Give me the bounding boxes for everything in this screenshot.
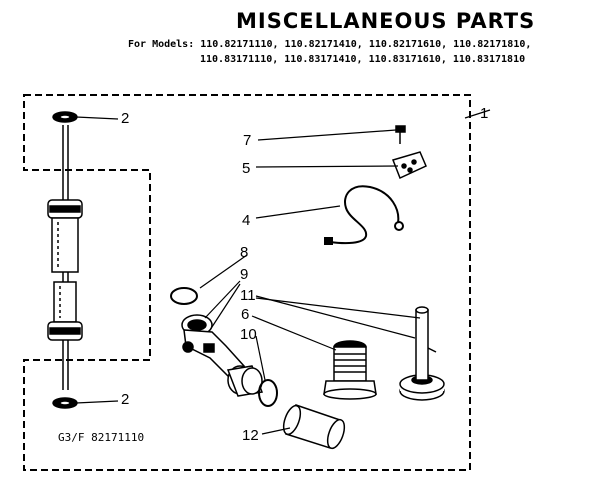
model-list: For Models: 110.82171110, 110.82171410, … xyxy=(128,37,603,67)
standpipe-part xyxy=(399,306,445,401)
hose-assembly xyxy=(47,111,83,409)
clip-part xyxy=(392,151,427,180)
callout-11: 11 xyxy=(240,287,256,304)
callout-7: 7 xyxy=(243,132,251,149)
elbow-part xyxy=(181,314,264,397)
callout-5: 5 xyxy=(242,160,250,177)
callout-9: 9 xyxy=(240,266,248,283)
clamp-ring-part xyxy=(170,287,198,305)
callout-1: 1 xyxy=(480,105,488,122)
page-title: MISCELLANEOUS PARTS xyxy=(236,9,536,33)
coupling-tube-part xyxy=(282,404,346,450)
callout-4: 4 xyxy=(242,212,250,229)
callout-8: 8 xyxy=(240,244,248,261)
callout-6: 6 xyxy=(241,306,249,323)
model-line-2: 110.83171110, 110.83171410, 110.83171610… xyxy=(200,54,526,65)
screw-part xyxy=(395,125,406,144)
wire-harness-part xyxy=(324,185,404,245)
models-prefix: For Models: xyxy=(128,39,195,50)
callout-2-bottom: 2 xyxy=(121,391,129,408)
models-first-row: 110.82171110, 110.82171410, 110.82171610… xyxy=(200,39,532,50)
callout-2-top: 2 xyxy=(121,110,129,127)
assembly-boundary xyxy=(23,94,471,471)
callout-12: 12 xyxy=(242,427,259,444)
callout-10: 10 xyxy=(240,326,257,343)
valve-part xyxy=(323,340,377,400)
o-ring-part xyxy=(258,379,278,407)
leader-lines xyxy=(75,109,491,435)
drawing-code: G3/F 82171110 xyxy=(58,431,145,444)
model-line-1: For Models: 110.82171110, 110.82171410, … xyxy=(128,37,603,52)
